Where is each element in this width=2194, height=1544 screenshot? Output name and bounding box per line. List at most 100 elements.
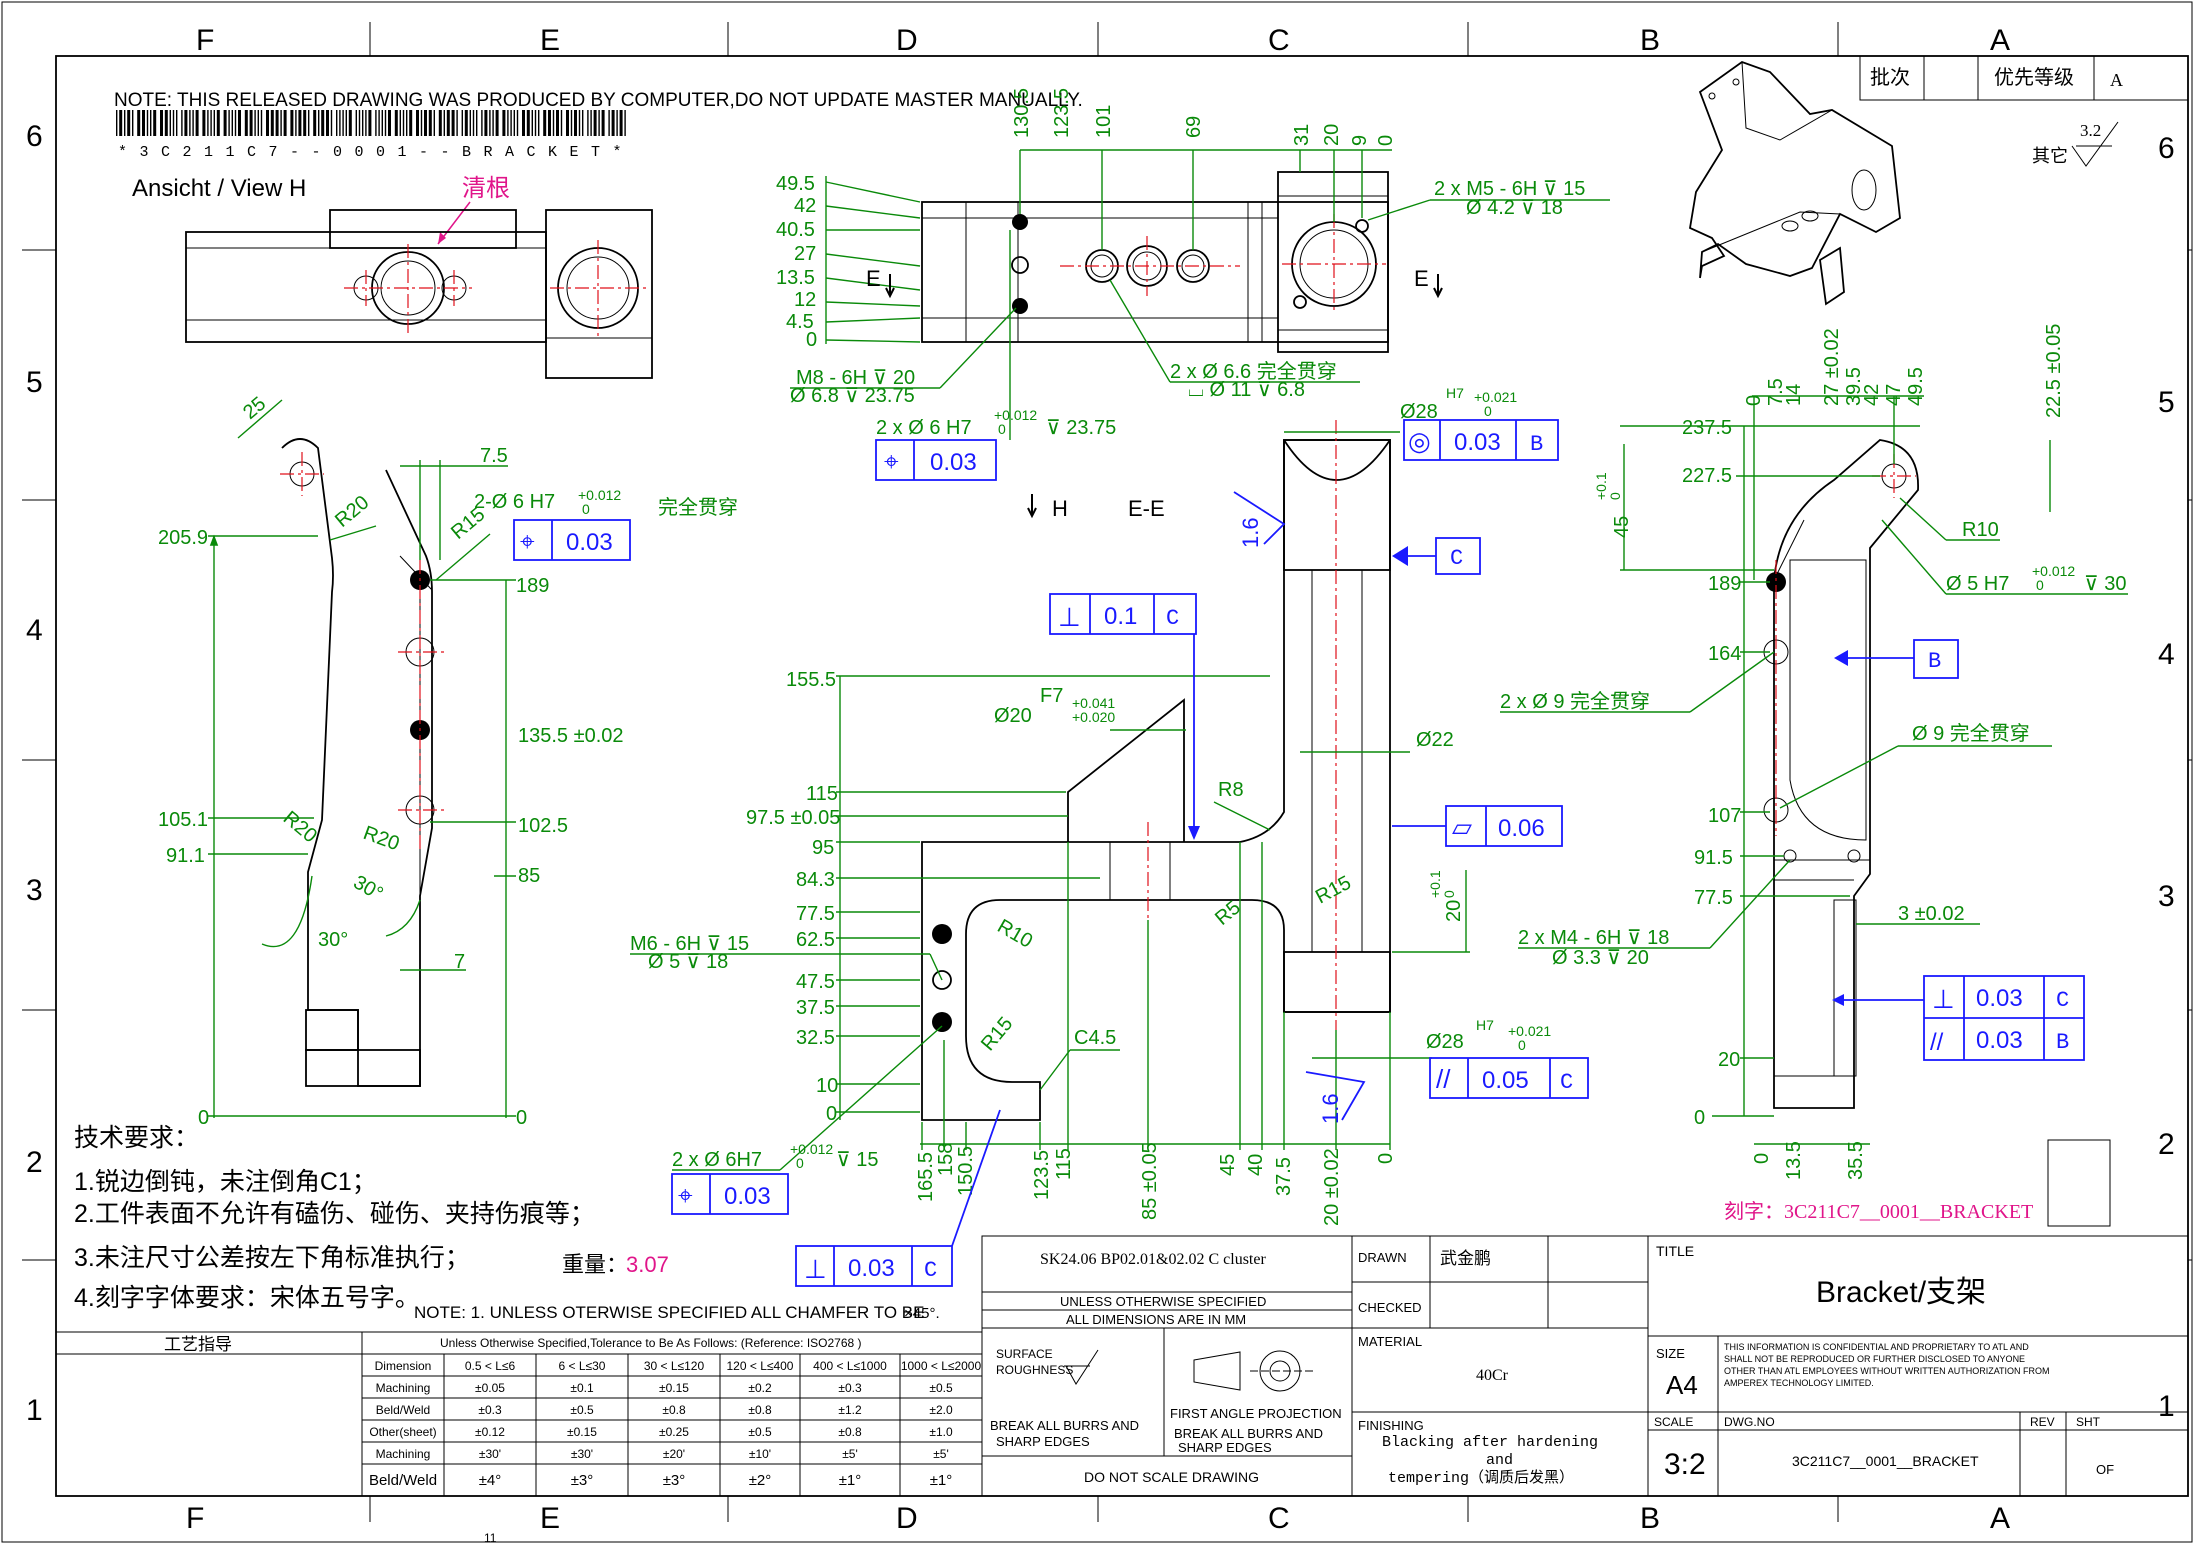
parallelism-icon: // bbox=[1930, 1029, 1944, 1056]
zone-number: 3 bbox=[26, 874, 43, 907]
zone-number: 1 bbox=[2158, 1390, 2175, 1423]
dim-label: 22.5 ±0.05 bbox=[2043, 324, 2065, 418]
fcf-datum: C bbox=[924, 1258, 937, 1283]
dim-label: 105.1 bbox=[158, 809, 208, 831]
barcode-bar bbox=[127, 110, 131, 136]
barcode-text: *3C211C7--0001--BRACKET* bbox=[118, 144, 634, 161]
table-header: 6 < L≤30 bbox=[559, 1359, 606, 1373]
barcode-bar bbox=[502, 110, 506, 136]
dim-label: 49.5 bbox=[1905, 367, 1927, 406]
dim-label: 91.5 bbox=[1694, 847, 1733, 869]
dim-label: 10 bbox=[816, 1075, 838, 1097]
barcode-bar bbox=[207, 110, 209, 136]
requirement-item: 3.未注尺寸公差按左下角标准执行； bbox=[74, 1244, 470, 1272]
callout-text: 2 x Ø 6.6 完全贯穿 bbox=[1170, 360, 1337, 383]
table-cell: ±1.2 bbox=[838, 1403, 862, 1417]
section-mark: H bbox=[1052, 496, 1068, 521]
callout-text: +0.012 bbox=[790, 1141, 833, 1157]
barcode-bar bbox=[365, 110, 367, 136]
drawn-label: DRAWN bbox=[1358, 1250, 1407, 1265]
requirement-item: 1.锐边倒钝，未注倒角C1； bbox=[74, 1168, 377, 1196]
drawing-title: Bracket/支架 bbox=[1816, 1276, 1986, 1309]
zone-number: 2 bbox=[2158, 1128, 2175, 1161]
zone-letter: A bbox=[1990, 24, 2010, 57]
dim-label: 77.5 bbox=[796, 903, 835, 925]
dim-label: 7.5 bbox=[1765, 378, 1787, 406]
left-side-view bbox=[280, 438, 444, 1087]
table-cell: ±0.15 bbox=[659, 1381, 689, 1395]
fcf-value: 0.05 bbox=[1482, 1067, 1529, 1094]
barcode-bar bbox=[492, 110, 494, 136]
barcode-bar bbox=[624, 110, 626, 136]
barcode-bar bbox=[420, 110, 423, 136]
datum-label: C bbox=[1450, 546, 1463, 571]
dim-label: R15 bbox=[1312, 872, 1355, 909]
barcode-bar bbox=[283, 110, 287, 136]
batch-label: 批次 bbox=[1870, 66, 1910, 89]
callout-text: 2 x M4 - 6H ⊽ 18 bbox=[1518, 927, 1669, 949]
table-cell: ±0.5 bbox=[748, 1425, 772, 1439]
table-cell: ±0.12 bbox=[475, 1425, 505, 1439]
fcf-datum: B bbox=[1530, 432, 1543, 457]
callout-text: 2 x M5 - 6H ⊽ 15 bbox=[1434, 178, 1585, 200]
dim-label: 165.5 bbox=[915, 1152, 937, 1202]
dim-label: +0.1 bbox=[1593, 472, 1609, 500]
barcode-bar bbox=[195, 110, 199, 136]
callout-text: ⊽ 30 bbox=[2084, 573, 2126, 595]
barcode-bar bbox=[313, 110, 317, 136]
table-cell: ±1.0 bbox=[929, 1425, 953, 1439]
material-label: MATERIAL bbox=[1358, 1334, 1422, 1349]
callout-text: Ø 3.3 ⊽ 20 bbox=[1552, 947, 1649, 969]
barcode-bar bbox=[228, 110, 230, 136]
barcode-bar bbox=[464, 110, 468, 136]
zone-number: 1 bbox=[26, 1394, 43, 1427]
callout-text: Ø 4.2 ⊽ 18 bbox=[1466, 197, 1563, 219]
dim-label: 47.5 bbox=[796, 971, 835, 993]
fcf-left-pos: ⌖ 0.03 bbox=[513, 519, 631, 561]
table-cell: ±0.2 bbox=[748, 1381, 772, 1395]
callout-text: 0 bbox=[796, 1155, 804, 1171]
table-caption: Unless Otherwise Specified,Tolerance to … bbox=[440, 1336, 862, 1350]
barcode-bar bbox=[260, 110, 263, 136]
break-burrs-note: BREAK ALL BURRS AND bbox=[990, 1418, 1139, 1433]
barcode-bar bbox=[619, 110, 623, 136]
dim-label: +0.021 bbox=[1508, 1023, 1551, 1039]
top-view bbox=[921, 171, 1389, 353]
barcode-bar bbox=[231, 110, 233, 136]
barcode-bar bbox=[308, 110, 310, 136]
footer-mark: 11 bbox=[484, 1531, 497, 1544]
barcode-bar bbox=[318, 110, 320, 136]
barcode-bar bbox=[257, 110, 259, 136]
barcode-bar bbox=[495, 110, 499, 136]
break-burrs-note: SHARP EDGES bbox=[996, 1434, 1090, 1449]
table-cell: ±0.05 bbox=[475, 1381, 505, 1395]
barcode-bar bbox=[560, 110, 563, 136]
fcf-bottom-pos: ⌖ 0.03 bbox=[671, 1173, 789, 1215]
callout-text: Ø 5 H7 bbox=[1946, 573, 2009, 595]
position-icon: ⌖ bbox=[678, 1180, 693, 1210]
dim-label: 158 bbox=[935, 1143, 957, 1176]
barcode-bar bbox=[543, 110, 547, 136]
zone-numbers-right: 6 5 4 3 2 1 bbox=[2158, 132, 2175, 1423]
dim-label: 14 bbox=[1783, 384, 1805, 406]
dim-label: 0 bbox=[198, 1107, 209, 1129]
fcf-top-pos: ⌖ 0.03 bbox=[875, 439, 997, 481]
callout-text: 2 x Ø 9 完全贯穿 bbox=[1500, 690, 1650, 713]
dim-label: 101 bbox=[1093, 105, 1115, 138]
position-icon: ⌖ bbox=[520, 526, 535, 556]
scale-value: 3:2 bbox=[1664, 1448, 1706, 1481]
size-value: A4 bbox=[1666, 1370, 1698, 1400]
barcode-bar bbox=[216, 110, 220, 136]
section-mark: E bbox=[1414, 266, 1429, 291]
fcf-value: 0.1 bbox=[1104, 603, 1137, 630]
isometric-view bbox=[1688, 60, 1901, 306]
barcode-bar bbox=[438, 110, 442, 136]
barcode-bar bbox=[270, 110, 274, 136]
barcode-bar bbox=[172, 110, 175, 136]
right-view-dims-bottom: 0 13.5 35.5 bbox=[1751, 1141, 1870, 1180]
barcode-bar bbox=[456, 110, 458, 136]
callout-text: 0 bbox=[998, 421, 1006, 437]
fcf-value: 0.03 bbox=[930, 449, 977, 476]
callout-text: 0 bbox=[2036, 577, 2044, 593]
dim-label: 95 bbox=[812, 837, 834, 859]
